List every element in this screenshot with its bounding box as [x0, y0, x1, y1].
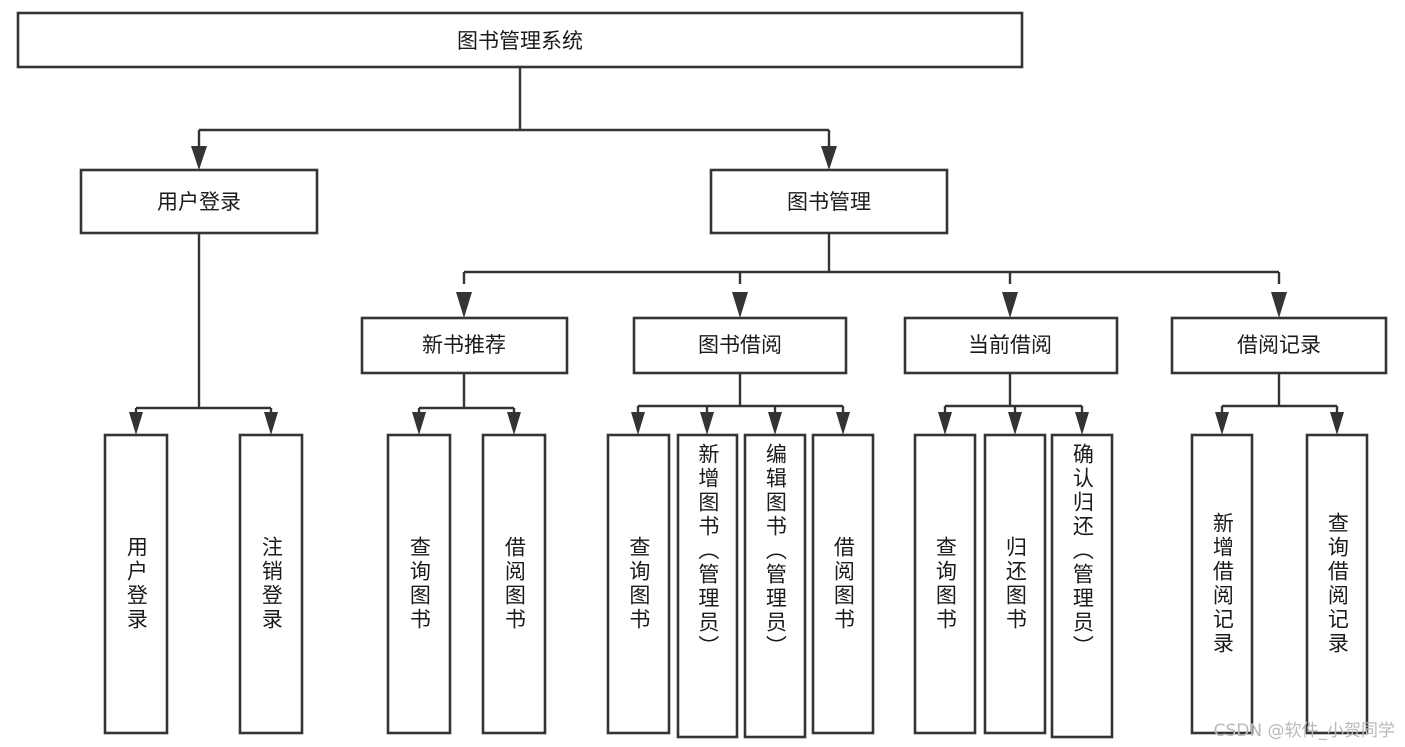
node-leaf-9[interactable] [983, 433, 1047, 735]
label-new-book-recommend: 新书推荐 [422, 333, 506, 357]
arrow-head-l3-1 [456, 292, 472, 318]
node-boxes [16, 11, 1388, 739]
label-root: 图书管理系统 [457, 29, 583, 53]
node-leaf-11[interactable] [1190, 433, 1254, 735]
node-leaf-2[interactable] [386, 433, 452, 735]
arrow-head-g3-2 [700, 412, 714, 435]
node-new-book-recommend[interactable] [360, 316, 569, 375]
node-leaf-0[interactable] [103, 433, 169, 735]
node-root[interactable] [16, 11, 1024, 69]
node-current-borrow[interactable] [903, 316, 1119, 375]
label-user-login: 用户登录 [157, 190, 241, 214]
arrow-head-g3-3 [768, 412, 782, 435]
arrow-head-u2 [264, 412, 278, 435]
arrow-head-l3-4 [1271, 292, 1287, 318]
arrow-head-g5-2 [1330, 412, 1344, 435]
arrow-head-g2-1 [412, 412, 426, 435]
label-book-borrow: 图书借阅 [698, 333, 782, 357]
label-borrow-record: 借阅记录 [1237, 333, 1321, 357]
arrow-head-book-manage [821, 146, 837, 170]
arrow-head-g4-3 [1075, 412, 1089, 435]
node-leaf-5[interactable] [676, 433, 739, 739]
node-leaf-6[interactable] [743, 433, 807, 739]
label-book-manage: 图书管理 [787, 190, 871, 214]
arrow-head-g4-1 [938, 412, 952, 435]
arrow-head-u1 [129, 412, 143, 435]
arrow-head-l3-3 [1002, 292, 1018, 318]
node-leaf-3[interactable] [481, 433, 547, 735]
label-current-borrow: 当前借阅 [968, 333, 1052, 357]
arrow-head-g3-4 [836, 412, 850, 435]
node-leaf-8[interactable] [913, 433, 977, 735]
arrow-head-user-login [191, 146, 207, 170]
node-user-login[interactable] [79, 168, 319, 235]
arrow-head-g5-1 [1215, 412, 1229, 435]
node-leaf-1[interactable] [238, 433, 304, 735]
arrow-head-g4-2 [1008, 412, 1022, 435]
arrow-head-g2-2 [507, 412, 521, 435]
node-book-borrow[interactable] [632, 316, 848, 375]
node-leaf-7[interactable] [811, 433, 875, 735]
arrow-head-g3-1 [631, 412, 645, 435]
node-labels: 图书管理系统 用户登录 图书管理 新书推荐 图书借阅 当前借阅 借阅记录 [157, 29, 1321, 357]
node-leaf-12[interactable] [1305, 433, 1369, 735]
connectors [129, 67, 1344, 435]
node-leaf-10[interactable] [1050, 433, 1114, 739]
node-book-manage[interactable] [709, 168, 949, 235]
arrow-head-l3-2 [732, 292, 748, 318]
node-leaf-4[interactable] [606, 433, 671, 735]
node-borrow-record[interactable] [1170, 316, 1388, 375]
